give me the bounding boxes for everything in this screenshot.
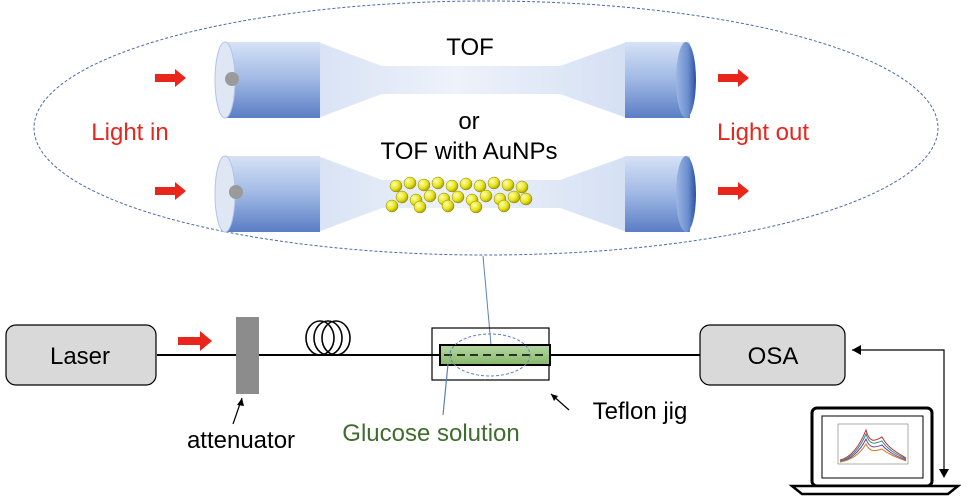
fiber-core (229, 185, 243, 199)
tof-label: TOF (446, 34, 494, 61)
aunp-particle (479, 189, 493, 203)
aunp-particle (497, 199, 511, 213)
laser-box (5, 324, 157, 386)
aunp-particle (473, 179, 487, 193)
attenuator-block (236, 317, 259, 394)
link-arrow-laptop (939, 469, 949, 478)
aunp-particle (459, 177, 473, 191)
gold-nanoparticles (385, 176, 533, 214)
light-in-label: Light in (91, 119, 168, 146)
link-arrow-osa (852, 345, 861, 355)
aunp-particle (389, 179, 403, 193)
laser-arrow (178, 331, 212, 351)
osa-box (699, 324, 846, 386)
aunp-particle (395, 190, 409, 204)
arrow-in-bottom (155, 182, 186, 200)
aunp-particle (501, 178, 515, 192)
aunp-particle (403, 176, 417, 190)
zoom-connector (482, 255, 492, 346)
arrow-out-bottom (718, 182, 749, 200)
aunp-particle (469, 200, 483, 214)
jig-zoom-ellipse (449, 333, 531, 377)
attenuator-pointer-head (237, 398, 244, 406)
aunp-particle (507, 190, 521, 204)
aunp-particle (431, 176, 445, 190)
fiber-core (225, 72, 239, 86)
aunp-particle (385, 199, 399, 213)
laser-label: Laser (50, 343, 110, 370)
arrow-out-top (718, 69, 749, 87)
aunp-particle (441, 199, 455, 213)
aunp-particle (413, 200, 427, 214)
teflon-label: Teflon jig (593, 398, 688, 425)
aunp-particle (515, 180, 529, 194)
osa-laptop-link (852, 349, 945, 476)
aunp-particle (487, 176, 501, 190)
laptop-icon (788, 406, 961, 496)
attenuator-label: attenuator (187, 427, 295, 454)
light-out-label: Light out (717, 119, 809, 146)
teflon-pointer-head (551, 394, 558, 401)
osa-label: OSA (748, 343, 799, 370)
aunp-particle (519, 192, 533, 206)
spectrum-plot-icon (837, 423, 909, 465)
inset-ellipse (33, 0, 939, 256)
aunp-particle (423, 189, 437, 203)
tof-fiber (214, 41, 696, 119)
inset-arrows (155, 69, 749, 200)
arrow-in-top (155, 69, 186, 87)
tof-aunp-fiber (214, 155, 696, 233)
aunp-particle (451, 190, 465, 204)
fiber-coil (305, 320, 351, 356)
glucose-solution-cell (439, 344, 551, 366)
glucose-label: Glucose solution (342, 420, 519, 447)
tof-aunp-label: TOF with AuNPs (381, 138, 558, 165)
aunp-particle (417, 178, 431, 192)
or-label: or (458, 108, 479, 135)
aunp-particle (445, 179, 459, 193)
glucose-pointer (442, 363, 449, 416)
